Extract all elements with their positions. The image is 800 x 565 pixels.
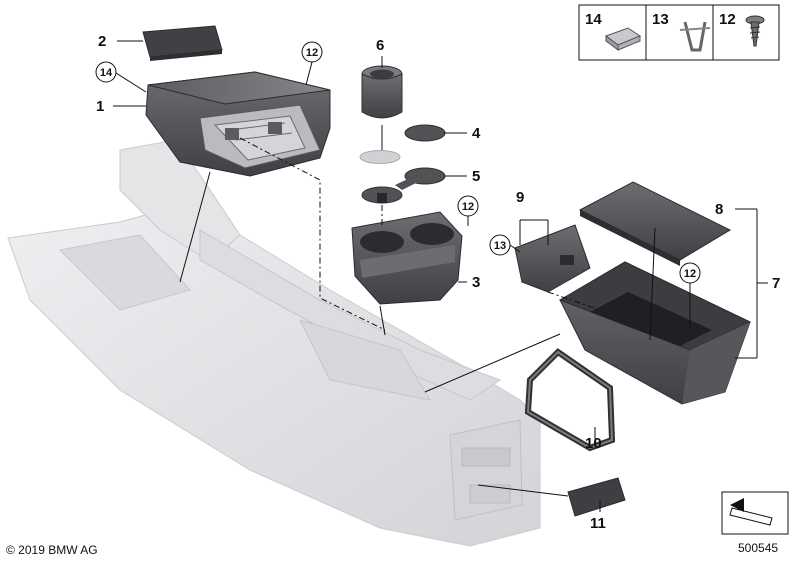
dash-dot-lines (239, 137, 601, 331)
callout-1: 1 (96, 98, 104, 115)
center-console (7, 139, 541, 547)
callout-10: 10 (585, 435, 602, 452)
part-9-bracket (514, 224, 591, 293)
legend-number-14: 14 (585, 11, 602, 28)
circled-ref-12-tray: 12 (684, 268, 696, 280)
part-6-cup-insert (361, 65, 403, 119)
callout-7: 7 (772, 275, 780, 292)
parts-legend: 14 13 12 (578, 4, 780, 61)
part-2-cover-plate (142, 25, 223, 61)
callout-9: 9 (516, 189, 524, 206)
legend-number-13: 13 (652, 11, 669, 28)
leader-lines (113, 40, 768, 512)
callout-2: 2 (98, 33, 106, 50)
diagram-number: 500545 (738, 541, 778, 555)
part-3-cupholder (351, 211, 463, 305)
circled-ref-12-cupholder: 12 (462, 201, 474, 213)
circled-references: 14 12 12 13 12 (95, 41, 701, 284)
circled-ref-12-module: 12 (306, 47, 318, 59)
part-10-frame (524, 348, 616, 452)
view-arrow-icon (729, 498, 773, 526)
spring-clip-icon (679, 21, 711, 52)
callout-6: 6 (376, 37, 384, 54)
circled-ref-14: 14 (100, 67, 113, 79)
callout-5: 5 (472, 168, 480, 185)
callout-3: 3 (472, 274, 480, 291)
screw-icon (745, 15, 765, 47)
part-1-control-module (145, 71, 331, 177)
part-8-lid (578, 181, 732, 266)
circled-ref-13: 13 (494, 240, 506, 252)
part-5-mat-pair (361, 167, 446, 204)
part-7-storage-tray (558, 261, 752, 405)
callouts: 2 1 6 4 5 3 8 7 9 10 11 (96, 33, 780, 532)
mat-light (359, 150, 401, 164)
view-direction-box (721, 491, 789, 535)
callout-4: 4 (472, 125, 481, 142)
callout-8: 8 (715, 201, 723, 218)
part-4-mat (404, 124, 446, 142)
legend-number-12: 12 (719, 11, 736, 28)
clip-nut-icon (604, 27, 642, 51)
copyright-text: © 2019 BMW AG (6, 543, 98, 557)
callout-11: 11 (590, 515, 606, 532)
part-11-small-cover (567, 477, 626, 517)
